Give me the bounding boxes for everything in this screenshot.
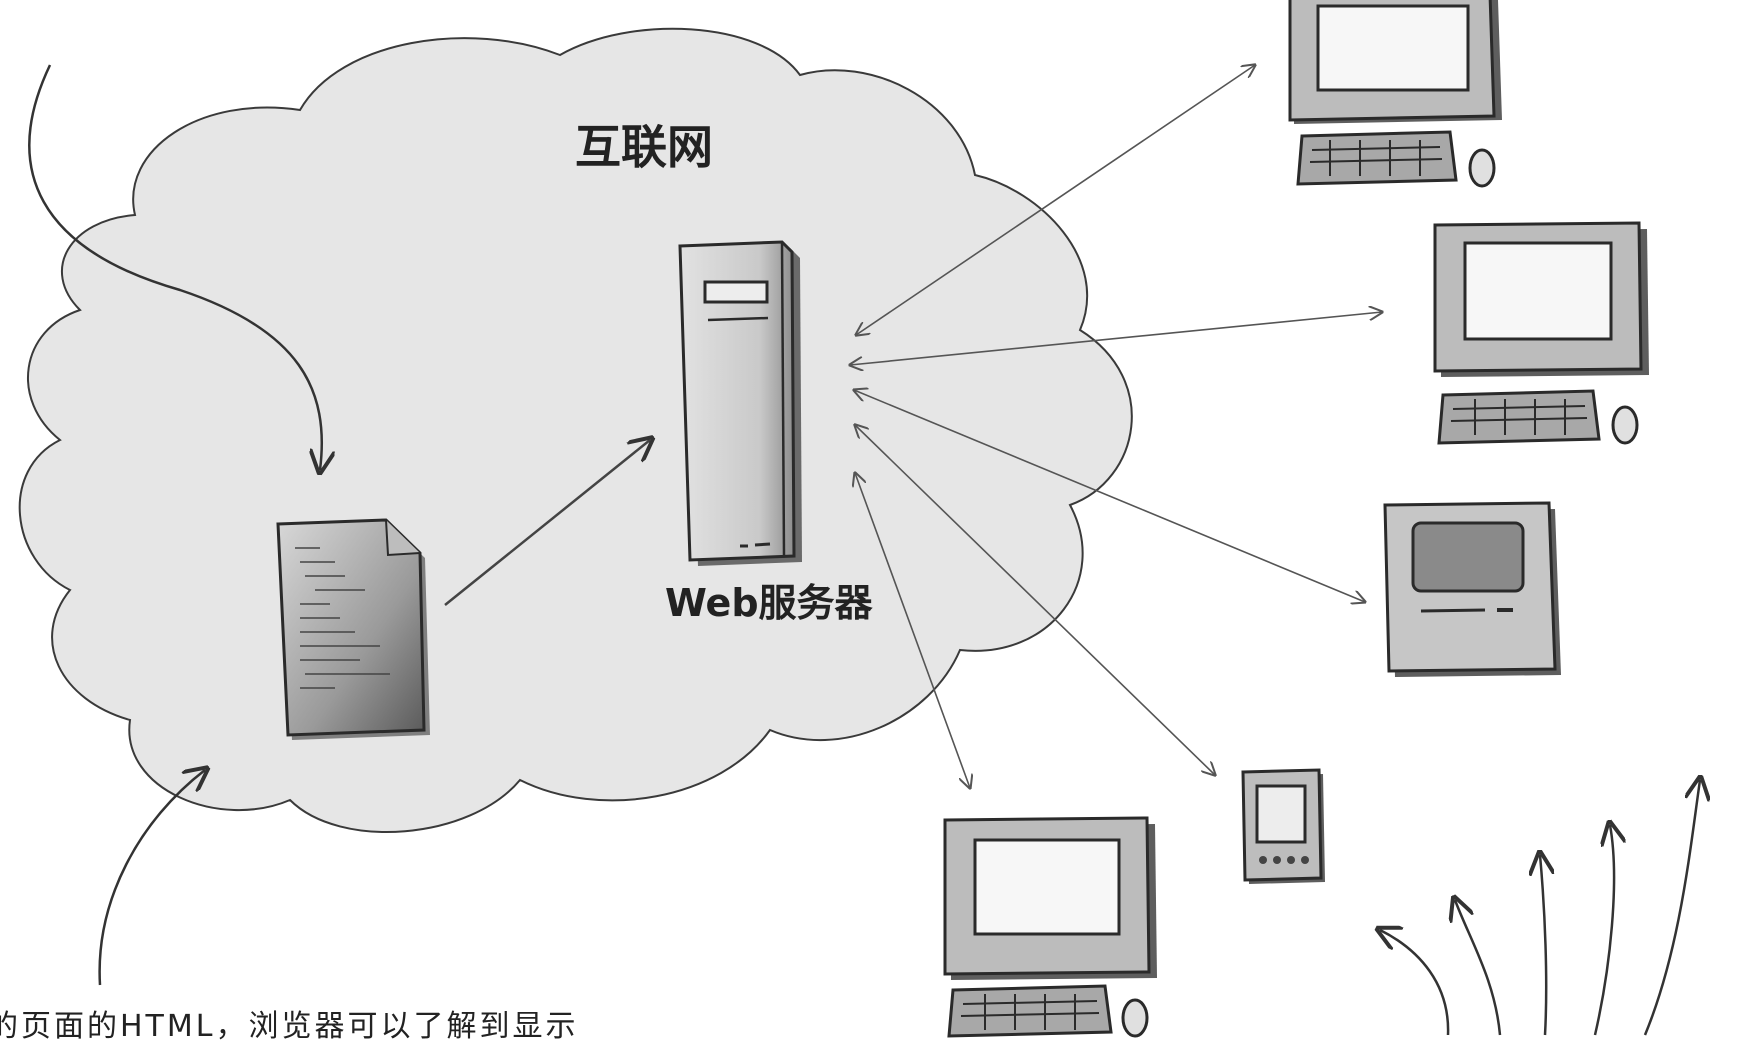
pda-icon [1241,768,1325,884]
server-label: Web服务器 [665,581,874,625]
upload-arrow [444,440,650,606]
server-tower-icon [678,240,802,566]
request-arrows [850,65,1382,788]
incoming-curved-arrow [28,64,321,470]
desktop-computer-icon [1288,0,1502,188]
fan-arrow-3 [1540,855,1546,1036]
classic-mac-icon [1383,501,1561,677]
arrow-to-computer-2 [850,312,1382,365]
arrow-to-computer-1 [856,65,1255,335]
fan-arrow-2 [1455,900,1502,1036]
fan-arrow-1 [1380,930,1450,1036]
desktop-computer-icon [943,816,1157,1038]
fan-arrow-4 [1593,825,1614,1036]
arrow-to-computer-3 [855,473,970,788]
desktop-computer-icon [1433,221,1649,445]
fan-arrow-5 [1643,780,1700,1036]
cloud-label: 互联网 [575,120,713,174]
bottom-left-arrow [98,770,205,986]
bottom-right-arrows [1380,780,1700,1036]
caption-fragment: 的页面的HTML，浏览器可以了解到显示 [0,1009,578,1044]
html-document-icon [276,518,430,740]
